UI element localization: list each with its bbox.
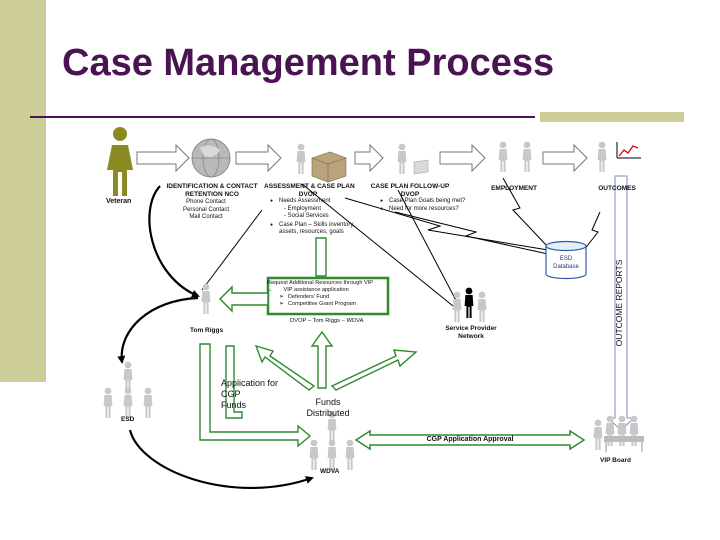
flow-arrow-5 [542,143,588,173]
esd-database-icon [545,240,587,280]
service-provider-line2: Network [458,332,484,340]
bolt-from-followup [394,211,549,255]
stage-employment-title: EMPLOYMENT [491,185,537,192]
tom-riggs-figure [201,283,211,314]
title-rule-accent [540,112,684,122]
outcomes-figure-icon [597,141,607,172]
stage-followup-title: CASE PLAN FOLLOW-UP DVOP [370,183,450,198]
globe-icon [191,138,231,178]
item-phone-contact: Phone Contact [186,199,226,205]
service-provider-figures [452,287,487,322]
left-accent-bar [0,0,46,382]
green-arrow-assessment-down [315,237,327,277]
outcome-reports-label: OUTCOME REPORTS [614,259,624,347]
esd-database-line2: Database [553,263,579,270]
item-case-plan-line2: assets, resources, goals [279,229,344,235]
request-item-grant-program: Competitive Grant Program [279,301,391,308]
stage-followup-line1: CASE PLAN FOLLOW-UP [370,183,450,190]
stage-identification-line2: RETENTION NCO [185,190,239,198]
green-arrow-up-right [330,349,418,391]
item-case-plan-line1: Case Plan – Skills inventory, [279,221,355,228]
cgp-approval-label: CGP Application Approval [426,436,514,443]
esd-database-label: ESD Database [548,256,584,271]
stage-outcomes-title: OUTCOMES [598,185,636,192]
right-arrow-icon: → [267,287,273,293]
curve-esd-to-wdva [128,429,314,489]
green-l-arrow-inner [225,345,243,419]
identification-items: Phone Contact Personal Contact Mail Cont… [181,199,231,222]
esd-database-line1: ESD [559,256,573,262]
green-arrow-up [310,330,334,389]
veteran-figure [107,127,133,196]
assessment-items: Needs Assessment - Employment - Social S… [270,198,366,237]
stage-identification-line1: IDENTIFICATION & CONTACT [166,183,258,190]
green-arrow-to-tomriggs [219,285,269,313]
bolt-from-outcomes [583,211,601,251]
request-line2: → VIP assistance application [267,287,391,294]
wdva-figures [309,411,355,470]
esd-label: ESD [121,416,135,423]
request-line1: Request Additional Resources through VIP [267,280,374,286]
bolt-from-employment [502,177,549,248]
funds-line2: Distributed [306,408,350,418]
curve-veteran-to-tomriggs [148,185,200,298]
veteran-label: Veteran [106,198,132,205]
application-line1: Application for [221,378,279,388]
funds-line1: Funds [315,397,341,407]
stage-assessment-line2: DVOP [298,190,318,198]
request-box-text: Request Additional Resources through VIP… [267,280,391,308]
esd-figures [103,361,153,418]
assessment-figure-icon [296,143,347,183]
item-personal-contact: Personal Contact [182,206,230,213]
flow-arrow-1 [136,143,190,173]
stage-followup-line2: DVOP [400,190,420,198]
stage-assessment-line1: ASSESSMENT & CASE PLAN [264,183,355,190]
followup-items: Case Plan Goals being met? Need for more… [380,198,476,213]
request-item-defenders-fund: Defenders’ Fund [279,294,391,301]
green-l-arrow-to-wdva [199,343,312,448]
service-provider-label: Service Provider Network [440,325,502,340]
flow-arrow-4 [439,143,486,173]
stage-identification-title: IDENTIFICATION & CONTACT RETENTION NCO [166,183,258,198]
item-mail-contact: Mail Contact [189,214,223,220]
wdva-label: WDVA [320,468,340,475]
stage-assessment-title: ASSESSMENT & CASE PLAN DVOP [264,183,355,198]
item-social-services-sub: - Social Services [284,213,329,219]
title-rule [30,116,535,118]
outcome-reports-arrow [606,175,636,431]
vip-board-icon [593,415,644,452]
curve-tomriggs-to-esd [117,296,199,364]
item-case-plan: Case Plan – Skills inventory, assets, re… [270,222,366,237]
outcome-chart-icon [616,142,641,159]
green-arrow-up-left [254,344,316,391]
flow-arrow-3 [354,143,384,173]
flow-arrow-2 [235,143,282,173]
funds-distributed-text: Funds Distributed [306,397,350,419]
service-provider-line1: Service Provider [445,325,497,332]
application-line3: Funds [221,400,247,410]
application-line2: CGP [221,389,241,399]
item-more-resources: Need for more resources? [380,206,476,214]
cgp-approval-arrow [354,429,586,451]
line-assessment-to-tomriggs [201,209,263,291]
vip-board-label: VIP Board [600,457,631,464]
handshake-figures-icon [498,141,532,172]
item-goals-met: Case Plan Goals being met? [380,198,476,206]
application-text: Application for CGP Funds [221,378,278,411]
followup-figure-icon [397,143,429,175]
request-line2-text: VIP assistance application [283,287,349,293]
item-needs-assessment: Needs Assessment [270,198,366,206]
page-title: Case Management Process [62,42,555,84]
request-footer: DVOP – Tom Riggs – WDVA [290,318,364,324]
item-employment-sub: - Employment [284,205,322,212]
tom-riggs-label: Tom Riggs [190,327,224,334]
